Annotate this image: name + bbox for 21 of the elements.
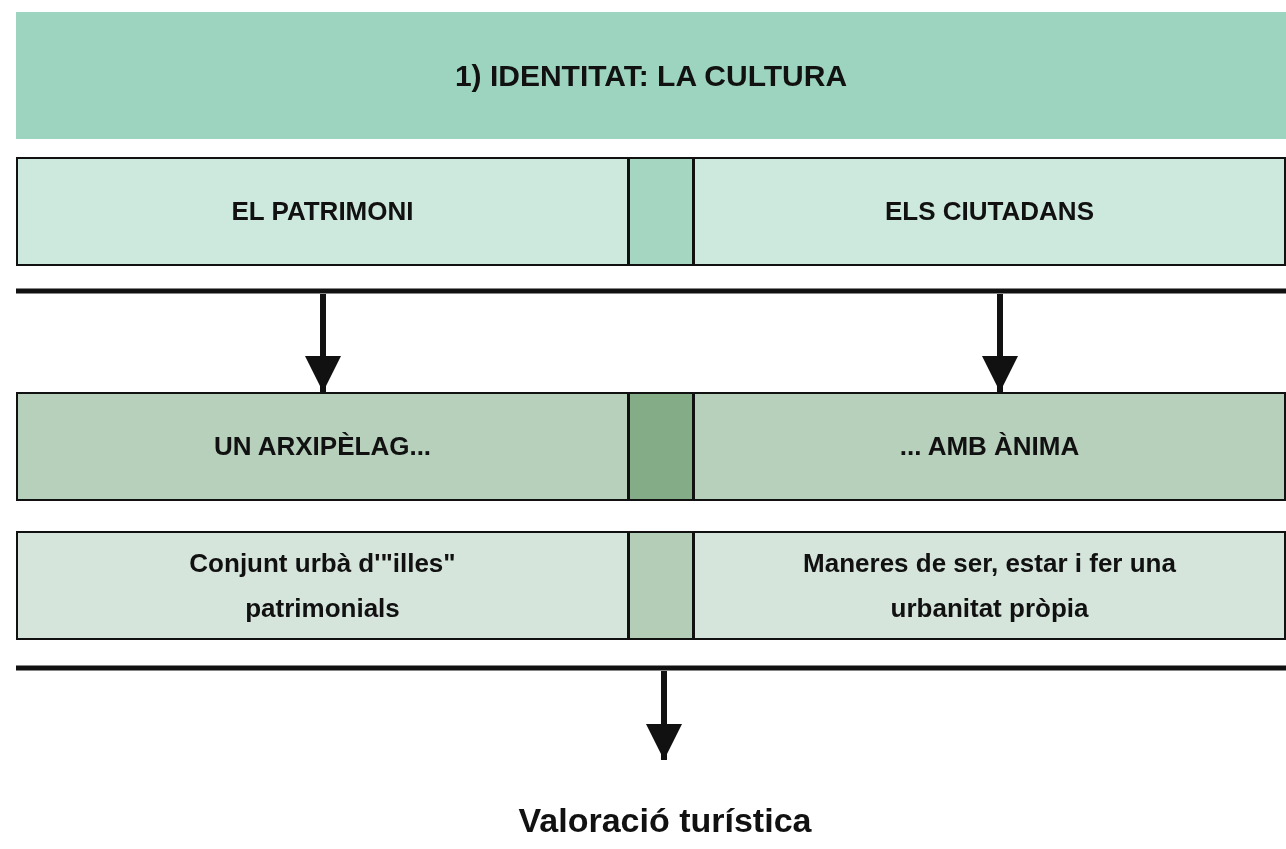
- description-box: [16, 531, 629, 640]
- concept-box: [693, 392, 1286, 501]
- separator-box: [628, 392, 694, 501]
- category-box: [693, 157, 1286, 266]
- arrow: [305, 294, 341, 392]
- arrow: [982, 294, 1018, 392]
- title-text: 1) IDENTITAT: LA CULTURA: [454, 58, 848, 94]
- result-text: Valoració turística: [380, 760, 950, 840]
- arrow: [646, 671, 682, 760]
- category-label: EL PATRIMONI: [231, 195, 414, 229]
- separator-box: [628, 531, 694, 640]
- concept-label: UN ARXIPÈLAG...: [213, 430, 432, 464]
- description-text: Maneres de ser, estar i fer una urbanitat pròpia: [802, 547, 1177, 625]
- concept-box: [16, 392, 629, 501]
- title-band: [16, 12, 1286, 139]
- concept-label: ... AMB ÀNIMA: [899, 430, 1080, 464]
- category-box: [16, 157, 629, 266]
- description-text: Conjunt urbà d'"illes" patrimonials: [188, 547, 457, 625]
- separator-box: [628, 157, 694, 266]
- category-label: ELS CIUTADANS: [885, 195, 1094, 229]
- description-box: [693, 531, 1286, 640]
